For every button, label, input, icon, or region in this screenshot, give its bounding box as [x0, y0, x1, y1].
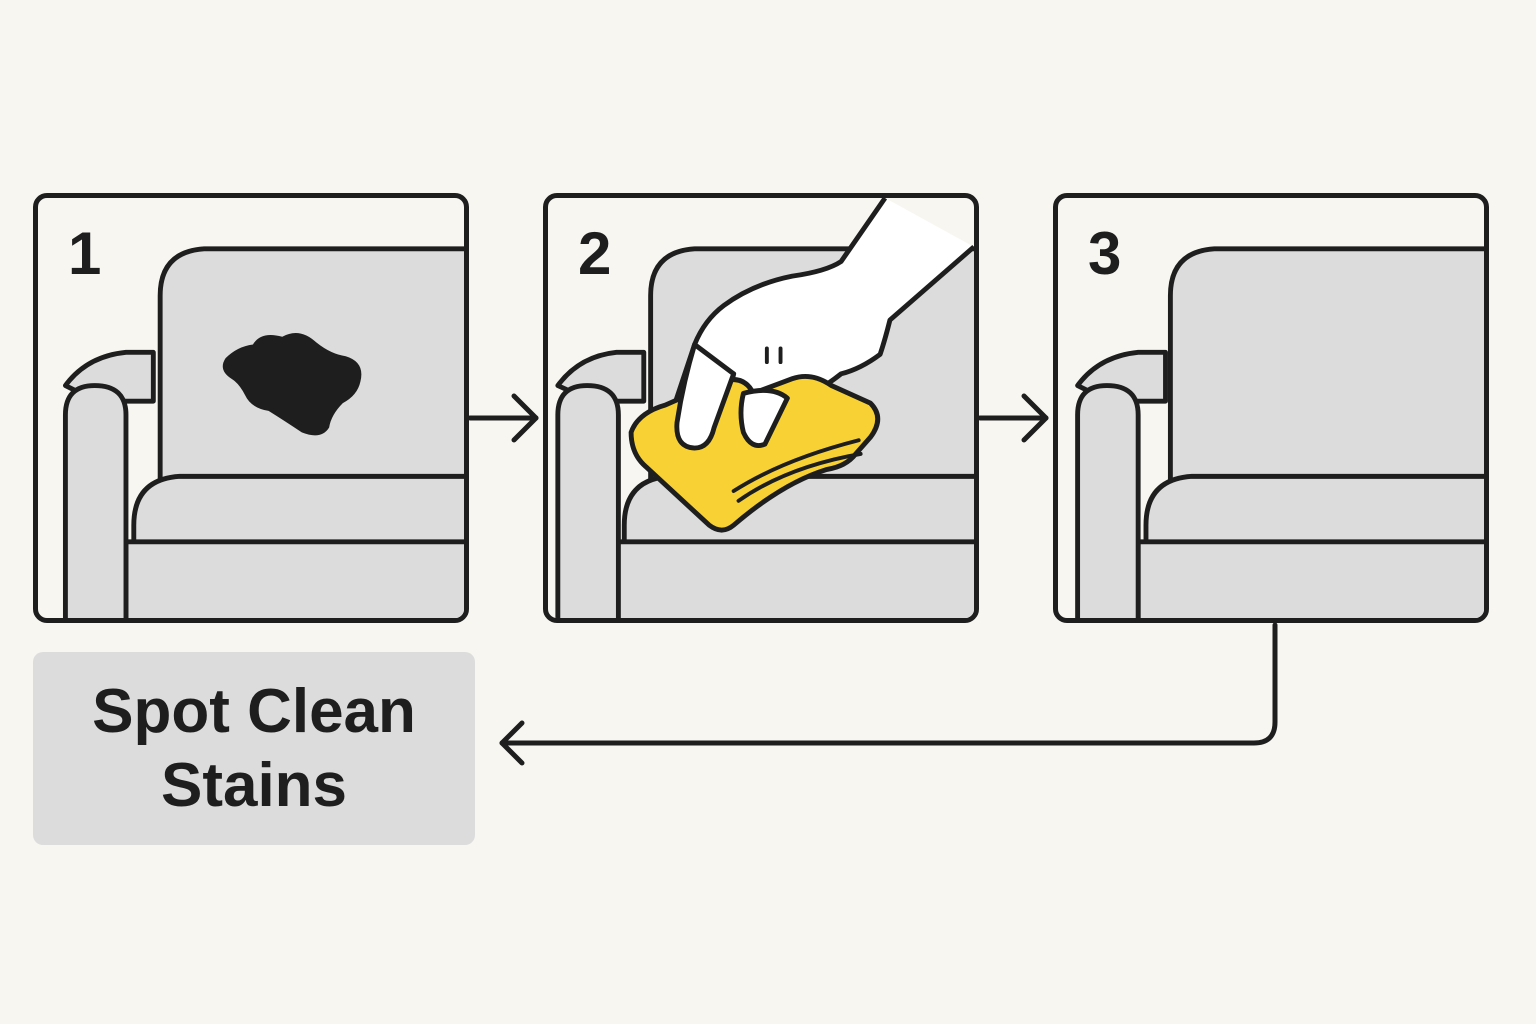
step-2-panel: 2	[543, 193, 979, 623]
arrow-right-icon	[977, 393, 1049, 443]
step-number: 2	[578, 220, 612, 287]
hand-blotting-with-cloth-icon	[555, 198, 974, 618]
diagram-title: Spot Clean Stains	[92, 676, 416, 820]
return-arrow-icon	[499, 622, 1278, 766]
step-3-panel: 3	[1053, 193, 1489, 623]
step-number: 3	[1088, 220, 1122, 287]
stain-shape	[222, 332, 362, 436]
clean-armchair-icon	[1075, 246, 1484, 618]
step-1-panel: 1	[33, 193, 469, 623]
stained-armchair-icon	[62, 246, 464, 618]
title-label-box: Spot Clean Stains	[33, 652, 475, 845]
step-number: 1	[68, 220, 102, 287]
arrow-right-icon	[467, 393, 539, 443]
